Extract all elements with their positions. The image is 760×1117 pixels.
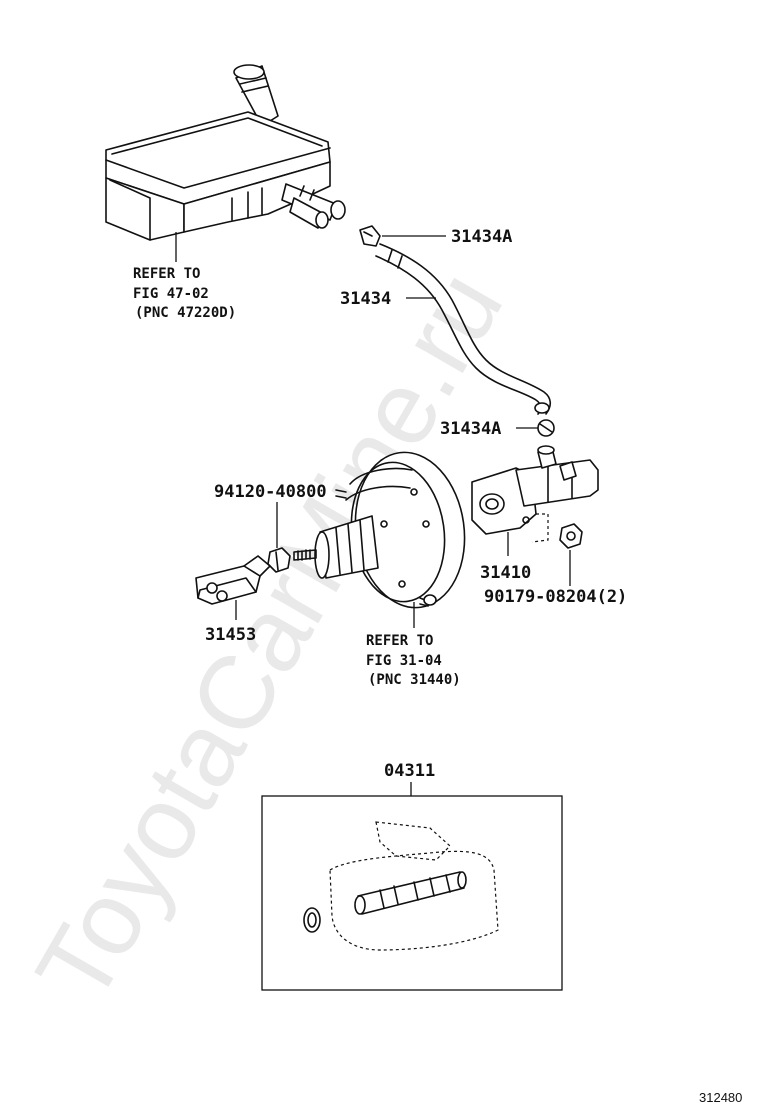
label-nut-right: 90179-08204(2)	[484, 587, 627, 607]
master-cylinder[interactable]	[471, 445, 599, 535]
label-master-cylinder: 31410	[480, 563, 531, 583]
label-hose: 31434	[340, 289, 391, 309]
note-booster-line3: (PNC 31440)	[368, 672, 461, 688]
label-kit: 04311	[384, 761, 435, 781]
hose-clip-top[interactable]	[359, 225, 381, 247]
nut-right[interactable]	[559, 523, 583, 549]
dash-stud	[531, 513, 549, 543]
note-reservoir-line3: (PNC 47220D)	[135, 305, 236, 321]
note-booster-line2: FIG 31-04	[366, 653, 442, 669]
label-nut-left: 94120-40800	[214, 482, 327, 502]
hose-clip-bottom[interactable]	[537, 419, 555, 437]
kit-piston[interactable]	[354, 871, 467, 915]
kit-cylinder-ghost	[329, 821, 499, 951]
note-reservoir-line1: REFER TO	[133, 266, 200, 282]
note-reservoir-line2: FIG 47-02	[133, 286, 209, 302]
label-clip-bottom: 31434A	[440, 419, 501, 439]
watermark: ToyotaCarMine.ru	[14, 253, 525, 1022]
note-booster: REFER TO FIG 31-04 (PNC 31440)	[366, 633, 461, 688]
clevis[interactable]	[195, 555, 271, 605]
nut-left[interactable]	[267, 547, 291, 573]
note-booster-line1: REFER TO	[366, 633, 433, 649]
figure-id: 312480	[699, 1090, 742, 1105]
label-clip-top: 31434A	[451, 227, 512, 247]
reservoir-tank[interactable]	[105, 64, 346, 241]
note-reservoir: REFER TO FIG 47-02 (PNC 47220D)	[133, 266, 236, 321]
label-clevis: 31453	[205, 625, 256, 645]
kit-snap-ring[interactable]	[303, 907, 321, 933]
brake-booster[interactable]	[293, 445, 474, 615]
hose[interactable]	[375, 243, 552, 415]
kit-frame	[261, 795, 563, 991]
